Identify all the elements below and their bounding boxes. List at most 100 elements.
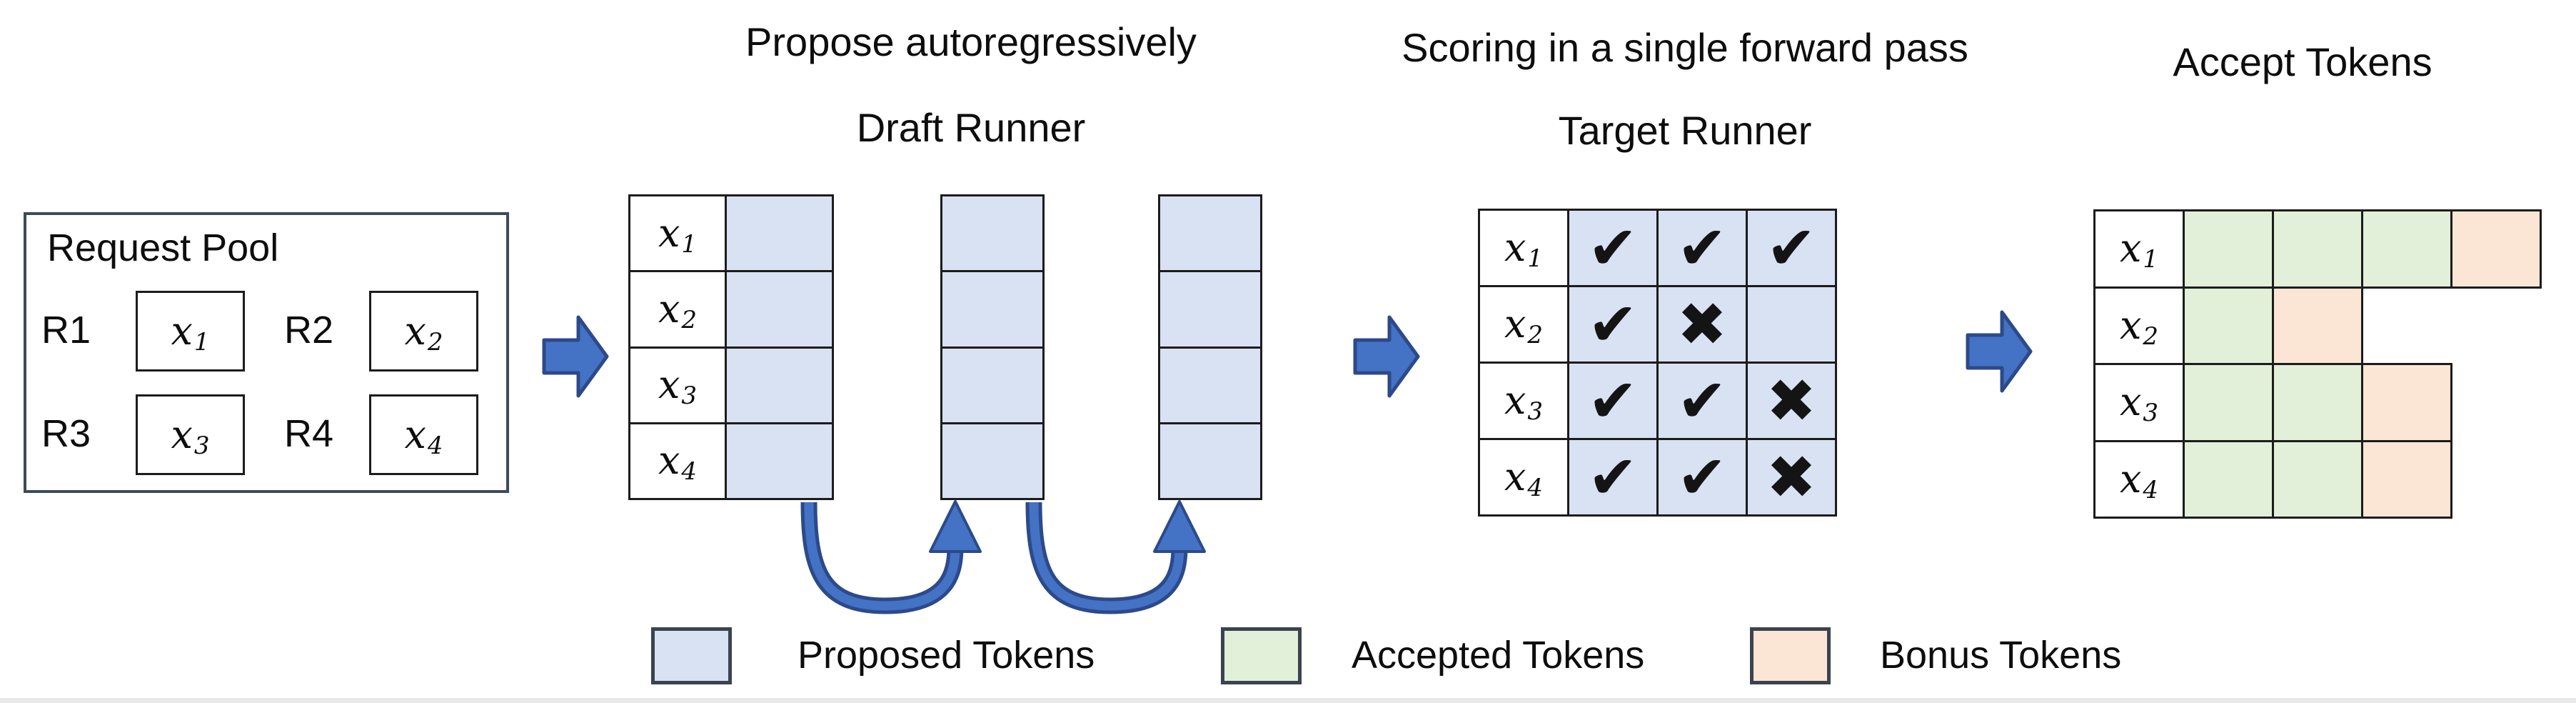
draft-proposed-cell bbox=[940, 346, 1045, 424]
token-symbol: x bbox=[2119, 379, 2142, 425]
check-mark: ✔ bbox=[1587, 289, 1639, 359]
accepted-token-cell bbox=[2272, 363, 2363, 442]
token-symbol: x bbox=[171, 412, 193, 457]
bonus-token-cell bbox=[2361, 439, 2452, 519]
proposed-tokens-swatch bbox=[651, 627, 732, 684]
token-symbol: x bbox=[658, 438, 680, 484]
accepted-token-cell bbox=[2361, 209, 2452, 289]
target-score-cell: ✖ bbox=[1746, 362, 1837, 440]
draft-proposed-cell bbox=[940, 194, 1045, 273]
token-symbol: x bbox=[404, 412, 426, 457]
token-subscript: 3 bbox=[681, 382, 698, 411]
accepted-token-cell bbox=[2272, 209, 2363, 289]
token-symbol: x bbox=[404, 308, 426, 354]
request-id: R3 bbox=[41, 412, 91, 455]
request-id: R2 bbox=[284, 309, 334, 352]
cross-mark: ✖ bbox=[1766, 366, 1817, 436]
token-subscript: 2 bbox=[2143, 321, 2159, 351]
request-id: R4 bbox=[284, 412, 334, 455]
token-symbol: x bbox=[658, 286, 680, 331]
accepted-tokens-label: Accepted Tokens bbox=[1352, 634, 1645, 677]
proposed-tokens-label: Proposed Tokens bbox=[798, 634, 1095, 677]
draft-proposed-cell bbox=[940, 270, 1045, 349]
curved-arrow-icon bbox=[800, 500, 1206, 614]
accepted-tokens-swatch bbox=[1221, 627, 1302, 684]
draft-proposed-cell bbox=[1158, 194, 1262, 273]
check-mark: ✔ bbox=[1587, 213, 1639, 283]
token-subscript: 1 bbox=[2143, 245, 2159, 274]
token-symbol: x bbox=[1504, 225, 1526, 270]
check-mark: ✔ bbox=[1587, 442, 1639, 512]
token-symbol: x bbox=[1504, 301, 1526, 346]
check-mark: ✔ bbox=[1676, 213, 1728, 283]
bonus-tokens-swatch bbox=[1750, 627, 1831, 684]
target-score-cell: ✔ bbox=[1567, 285, 1659, 364]
token-subscript: 2 bbox=[1527, 321, 1544, 349]
bonus-token-cell bbox=[2450, 209, 2542, 289]
token-subscript: 3 bbox=[193, 431, 210, 460]
bonus-tokens-label: Bonus Tokens bbox=[1880, 634, 2122, 677]
accept-heading: Accept Tokens bbox=[2173, 39, 2432, 84]
image-bottom-edge bbox=[0, 698, 2576, 703]
draft-proposed-cell bbox=[725, 422, 834, 500]
check-mark: ✔ bbox=[1587, 366, 1639, 436]
token-subscript: 4 bbox=[681, 457, 698, 487]
token-symbol: x bbox=[658, 362, 680, 408]
accepted-token-cell bbox=[2183, 439, 2274, 519]
token-subscript: 1 bbox=[681, 229, 698, 259]
token-subscript: 2 bbox=[681, 305, 698, 334]
draft-proposed-cell bbox=[940, 422, 1045, 500]
token-subscript: 4 bbox=[2143, 475, 2159, 504]
token-subscript: 3 bbox=[1527, 397, 1544, 426]
token-symbol: x bbox=[2119, 226, 2142, 271]
accepted-token-cell bbox=[2183, 363, 2274, 442]
draft-proposed-cell bbox=[725, 194, 834, 273]
bonus-token-cell bbox=[2361, 363, 2452, 442]
token-symbol: x bbox=[1504, 378, 1526, 423]
token-subscript: 4 bbox=[427, 431, 443, 460]
target-score-cell: ✔ bbox=[1567, 209, 1659, 287]
draft-proposed-cell bbox=[1158, 422, 1262, 500]
check-mark: ✔ bbox=[1766, 213, 1817, 283]
accepted-token-cell bbox=[2272, 439, 2363, 519]
target-score-cell: ✖ bbox=[1656, 285, 1748, 364]
draft-proposed-cell bbox=[1158, 346, 1262, 424]
draft-heading: Propose autoregressively bbox=[745, 19, 1197, 64]
target-subheading: Target Runner bbox=[1558, 108, 1812, 153]
target-score-cell: ✖ bbox=[1746, 438, 1837, 517]
accepted-token-cell bbox=[2183, 209, 2274, 289]
cross-mark: ✖ bbox=[1766, 442, 1817, 512]
draft-proposed-cell bbox=[1158, 270, 1262, 349]
target-heading: Scoring in a single forward pass bbox=[1402, 25, 1968, 70]
bonus-token-cell bbox=[2272, 286, 2363, 365]
accepted-token-cell bbox=[2183, 286, 2274, 365]
cross-mark: ✖ bbox=[1676, 289, 1728, 359]
token-subscript: 1 bbox=[193, 327, 210, 357]
target-score-cell: ✔ bbox=[1567, 438, 1659, 517]
target-score-cell bbox=[1746, 285, 1837, 364]
target-score-cell: ✔ bbox=[1746, 209, 1837, 287]
token-symbol: x bbox=[1504, 454, 1526, 499]
token-subscript: 4 bbox=[1527, 474, 1544, 502]
token-symbol: x bbox=[2119, 456, 2142, 502]
request-id: R1 bbox=[41, 309, 91, 352]
target-score-cell: ✔ bbox=[1656, 362, 1748, 440]
target-score-cell: ✔ bbox=[1656, 209, 1748, 287]
token-subscript: 2 bbox=[427, 327, 443, 357]
token-symbol: x bbox=[171, 308, 193, 354]
